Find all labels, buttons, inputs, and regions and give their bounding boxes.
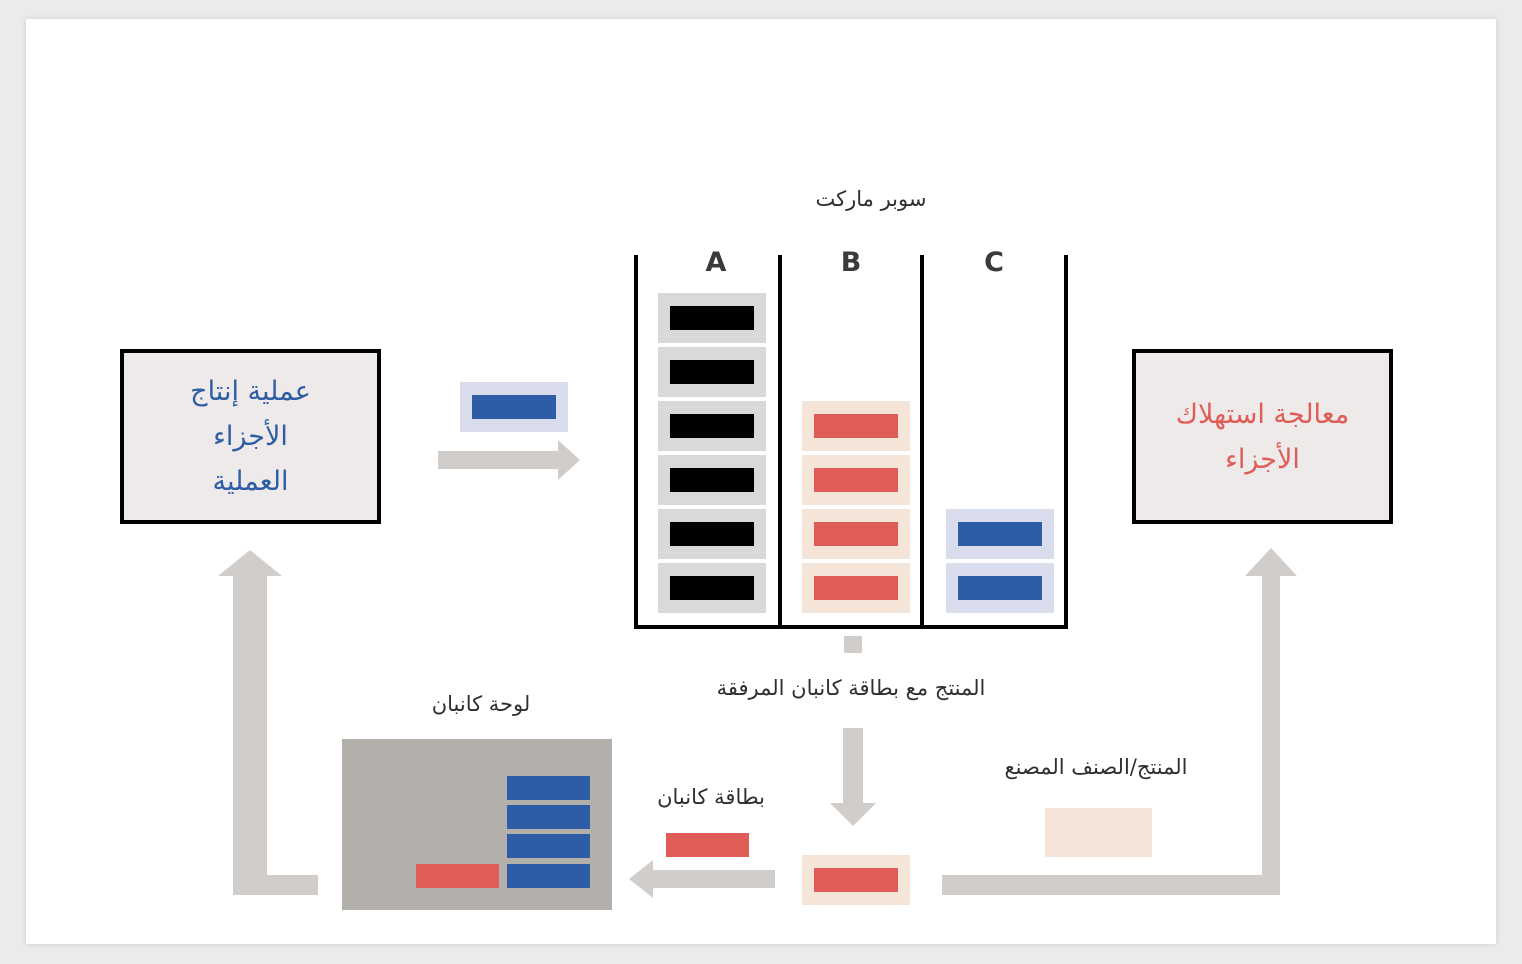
arrow-to-supermarket bbox=[438, 440, 580, 480]
shelf-item-bar bbox=[958, 522, 1042, 546]
column-label-b: B bbox=[840, 247, 862, 278]
diagram-canvas: سوبر ماركت A B C عملية إنتاج الأجزاء الع… bbox=[26, 19, 1496, 944]
withdrawn-item bbox=[802, 855, 910, 905]
label-kanban-card: بطاقة كانبان bbox=[657, 785, 765, 809]
arrow-down-to-item bbox=[830, 728, 876, 826]
board-card-blue bbox=[507, 776, 590, 800]
shelf-divider-ab bbox=[778, 255, 782, 629]
shelf-item-bar bbox=[670, 360, 754, 384]
shelf-item-c bbox=[946, 509, 1054, 559]
board-card-red bbox=[416, 864, 499, 888]
shelf-item-c bbox=[946, 563, 1054, 613]
production-line-3: العملية bbox=[212, 466, 289, 497]
arrow-loop-to-production bbox=[218, 550, 318, 895]
supermarket-title: سوبر ماركت bbox=[815, 187, 927, 211]
board-card-blue bbox=[507, 864, 590, 888]
shelf-floor bbox=[634, 625, 1068, 629]
consumption-line-2: الأجزاء bbox=[1225, 443, 1300, 475]
shelf-item-b bbox=[802, 563, 910, 613]
shelf-item-bar bbox=[814, 576, 898, 600]
shelf-item-bar bbox=[670, 522, 754, 546]
board-card-blue bbox=[507, 834, 590, 858]
shelf-item-b bbox=[802, 455, 910, 505]
shelf-wall-right bbox=[1064, 255, 1068, 629]
production-line-1: عملية إنتاج bbox=[190, 376, 311, 407]
produced-item-bar bbox=[472, 395, 556, 419]
label-manufactured-item: المنتج/الصنف المصنع bbox=[1004, 755, 1188, 779]
consumption-process-box: معالجة استهلاك الأجزاء bbox=[1132, 349, 1393, 524]
produced-item bbox=[460, 382, 568, 432]
flow-arrows bbox=[218, 440, 1297, 898]
shelf-item-bar bbox=[670, 306, 754, 330]
production-line-2: الأجزاء bbox=[213, 421, 288, 452]
shelf-item-a bbox=[658, 563, 766, 613]
shelf-wall-left bbox=[634, 255, 638, 629]
shelf-item-bar bbox=[814, 468, 898, 492]
connector-stub bbox=[844, 636, 862, 653]
kanban-board bbox=[342, 739, 612, 910]
shelf-divider-bc bbox=[920, 255, 924, 629]
shelf-item-bar bbox=[670, 468, 754, 492]
manufactured-item-swatch bbox=[1045, 808, 1152, 857]
shelf-item-bar bbox=[814, 522, 898, 546]
shelf-item-b bbox=[802, 401, 910, 451]
shelf-item-bar bbox=[958, 576, 1042, 600]
withdrawn-item-bar bbox=[814, 868, 898, 892]
consumption-line-1: معالجة استهلاك bbox=[1175, 398, 1350, 430]
label-product-with-kanban: المنتج مع بطاقة كانبان المرفقة bbox=[716, 676, 986, 700]
arrow-to-kanban-card bbox=[629, 860, 775, 898]
shelf-item-bar bbox=[814, 414, 898, 438]
board-card-blue bbox=[507, 805, 590, 829]
shelf-item-b bbox=[802, 509, 910, 559]
shelf-item-a bbox=[658, 509, 766, 559]
label-kanban-board: لوحة كانبان bbox=[431, 692, 531, 716]
column-label-a: A bbox=[705, 247, 727, 278]
shelf-item-a bbox=[658, 455, 766, 505]
shelf-item-bar bbox=[670, 414, 754, 438]
column-label-c: C bbox=[984, 247, 1004, 278]
shelf-item-bar bbox=[670, 576, 754, 600]
production-process-box: عملية إنتاج الأجزاء العملية bbox=[120, 349, 381, 524]
shelf-item-a bbox=[658, 293, 766, 343]
shelf-item-a bbox=[658, 401, 766, 451]
kanban-card bbox=[666, 833, 749, 857]
shelf-item-a bbox=[658, 347, 766, 397]
